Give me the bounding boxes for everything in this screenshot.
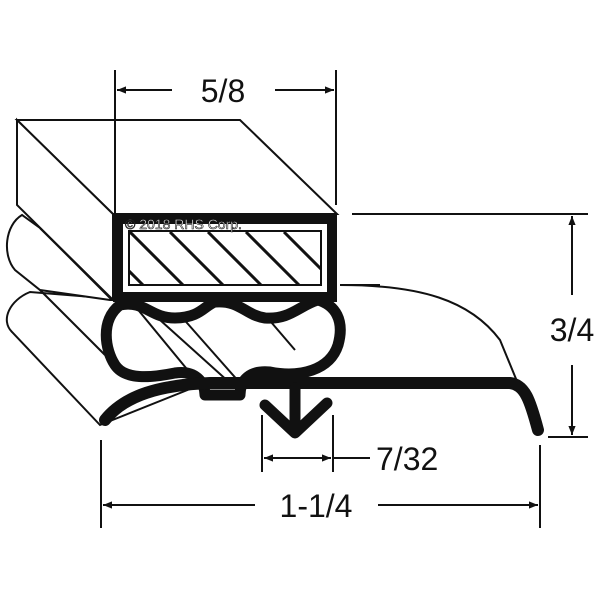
dimension-7-32 bbox=[261, 415, 370, 472]
dimension-label-5-8: 5/8 bbox=[201, 73, 245, 109]
dimension-1-1-4 bbox=[100, 440, 541, 528]
gasket-bulb bbox=[100, 294, 346, 401]
retainer-hatch bbox=[128, 230, 322, 286]
dimension-label-3-4: 3/4 bbox=[550, 312, 594, 348]
dimension-5-8 bbox=[114, 70, 337, 214]
gasket-base-flange bbox=[99, 377, 544, 436]
dimension-3-4 bbox=[352, 213, 588, 438]
dimension-label-1-1-4: 1-1/4 bbox=[280, 488, 353, 524]
copyright-text: © 2018 RHS Corp. bbox=[125, 216, 242, 232]
gasket-dart bbox=[259, 382, 333, 439]
dimension-label-7-32: 7/32 bbox=[376, 441, 438, 477]
